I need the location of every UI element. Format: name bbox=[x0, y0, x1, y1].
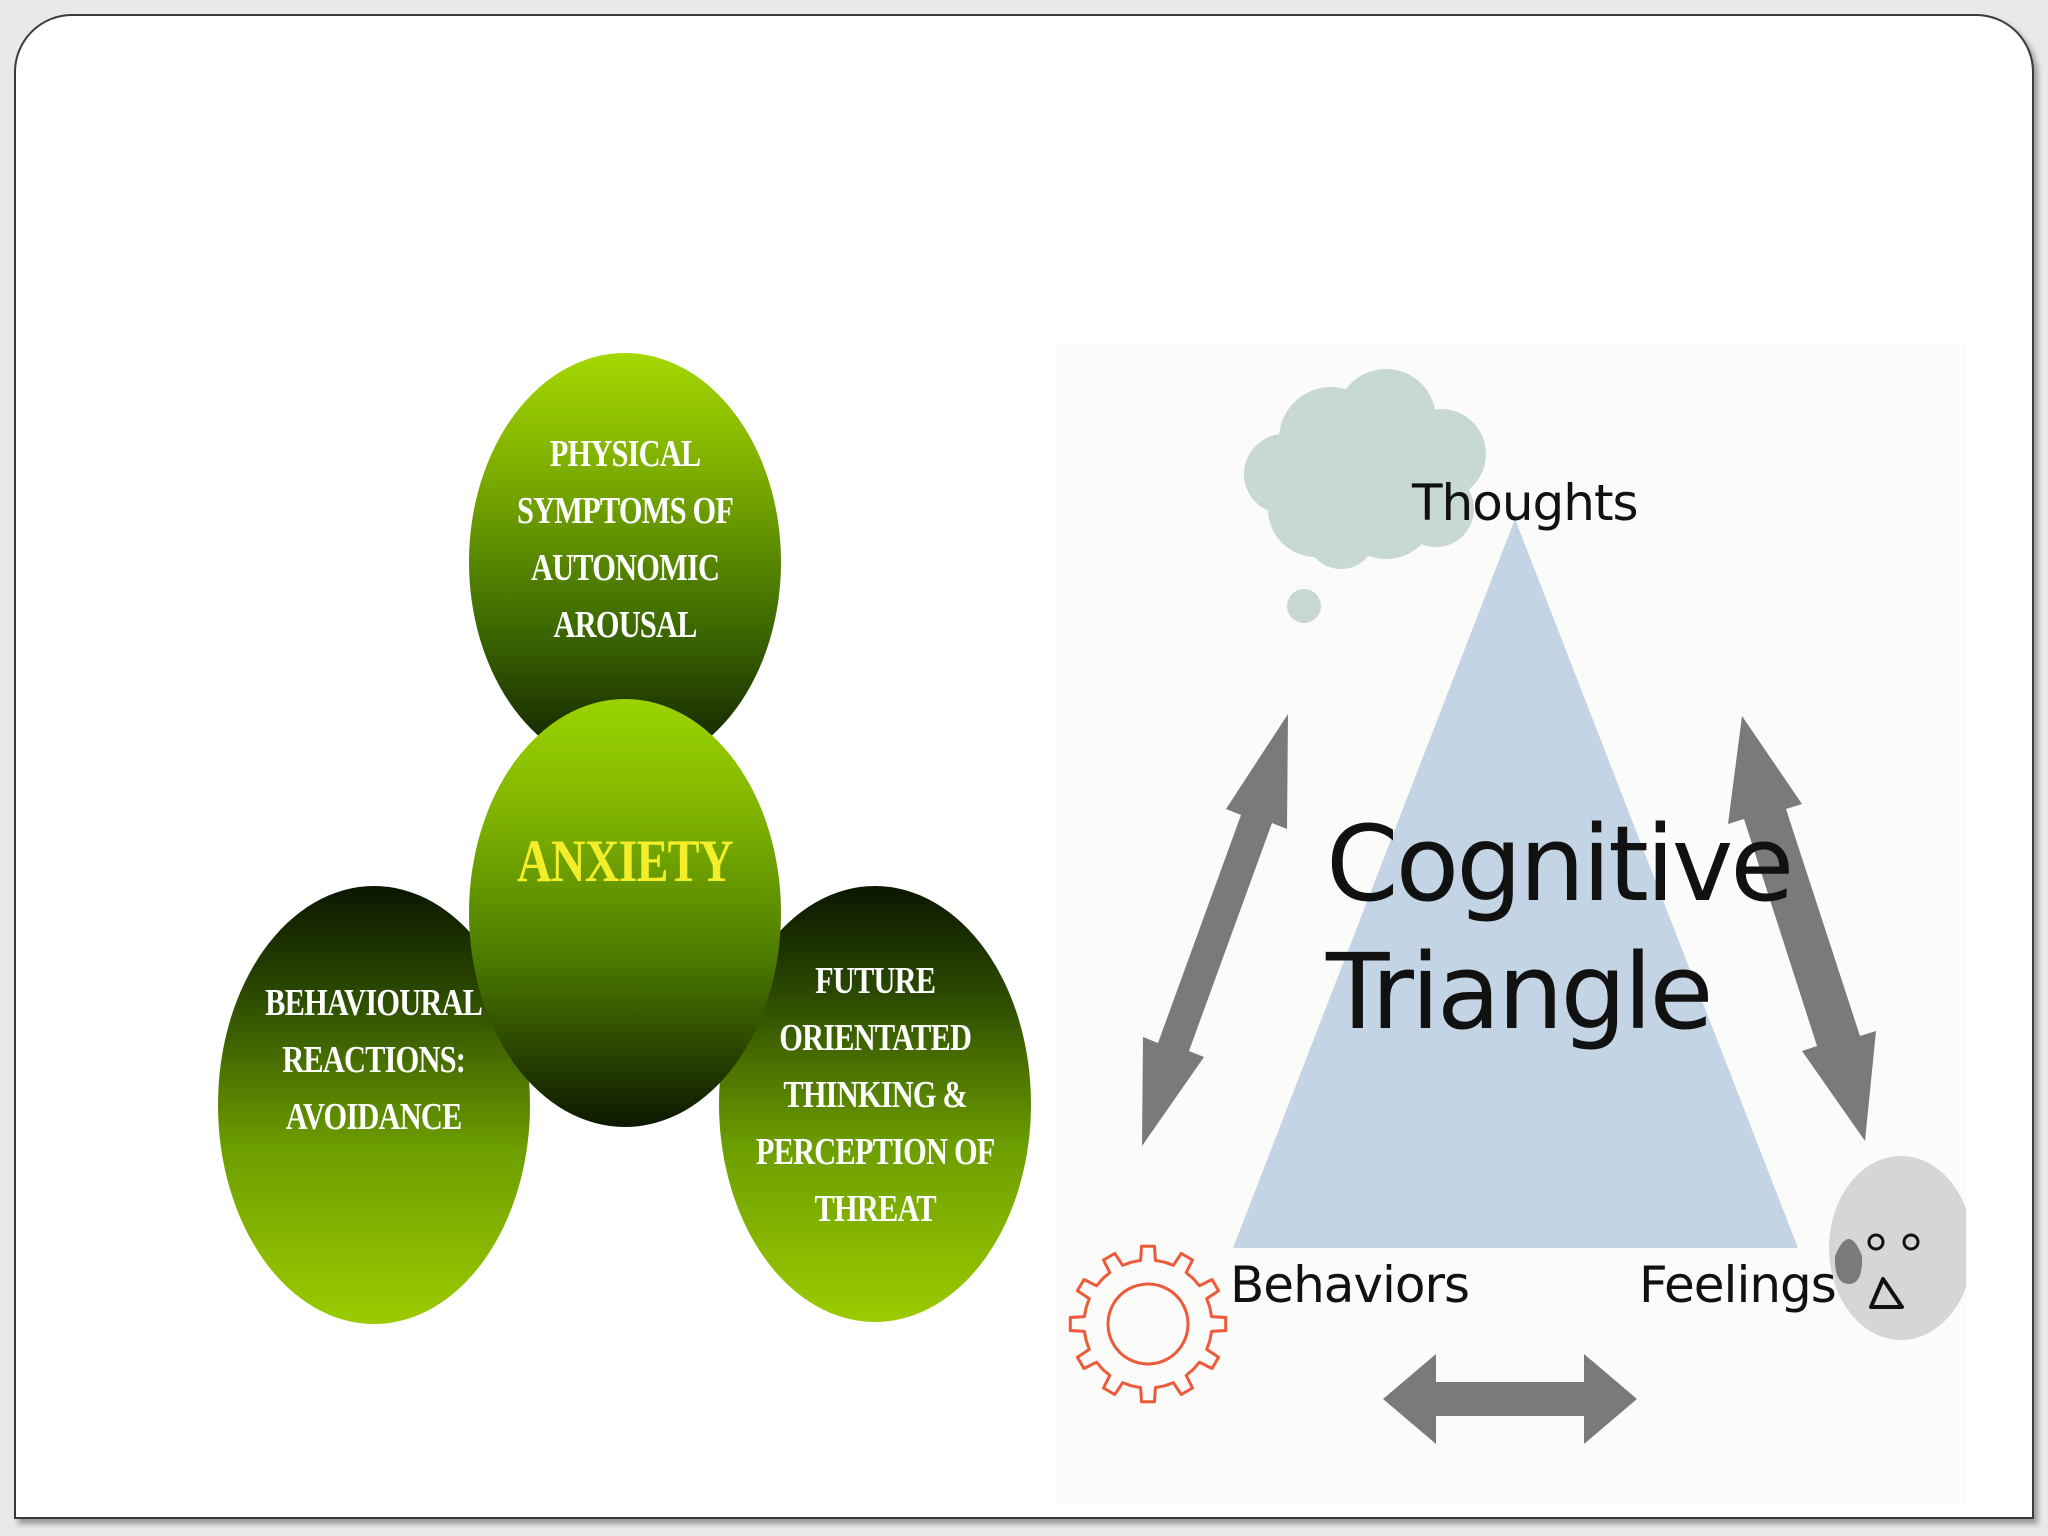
behaviors-feelings-arrow bbox=[1383, 1354, 1637, 1444]
thoughts-feelings-arrow bbox=[1728, 716, 1876, 1141]
gear-hub bbox=[1106, 1282, 1190, 1366]
triangle-shape bbox=[1233, 519, 1798, 1248]
gear-outline bbox=[1068, 1244, 1228, 1404]
anxiety-circle: ANXIETY bbox=[469, 699, 781, 1127]
thoughts-label: Thoughts bbox=[1412, 474, 1639, 532]
cognitive-triangle-title: Cognitive Triangle bbox=[1326, 800, 1794, 1056]
anxiety-label: ANXIETY bbox=[517, 827, 734, 894]
behaviors-label: Behaviors bbox=[1230, 1256, 1470, 1314]
title-line-1: Cognitive bbox=[1326, 803, 1794, 925]
future-thinking-label: FUTURE ORIENTATED THINKING & PERCEPTION … bbox=[755, 959, 996, 1230]
cognitive-triangle-graphic bbox=[1068, 369, 1966, 1444]
behavioural-reactions-label: BEHAVIOURAL REACTIONS: AVOIDANCE bbox=[265, 981, 483, 1138]
title-line-2: Triangle bbox=[1326, 931, 1713, 1053]
feelings-label: Feelings bbox=[1639, 1256, 1837, 1314]
worried-face-icon bbox=[1829, 1156, 1966, 1340]
thoughts-behaviors-arrow bbox=[1142, 714, 1288, 1146]
physical-symptoms-label: PHYSICAL SYMPTOMS OF AUTONOMIC AROUSAL bbox=[516, 433, 734, 646]
thought-cloud-icon bbox=[1244, 369, 1486, 623]
cognitive-triangle-panel: Thoughts Cognitive Triangle Behaviors Fe… bbox=[1056, 344, 1966, 1504]
gear-icon bbox=[1068, 1244, 1228, 1404]
slide: PHYSICAL SYMPTOMS OF AUTONOMIC AROUSAL B… bbox=[14, 14, 2034, 1519]
